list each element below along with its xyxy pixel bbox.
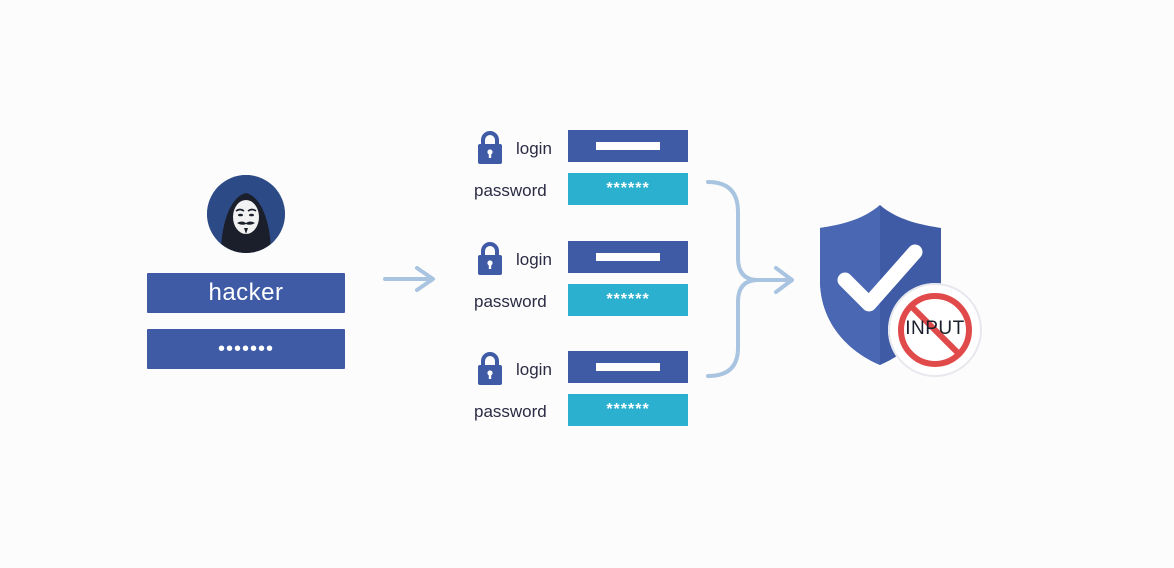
padlock-icon [478,352,502,385]
hacker-avatar [207,175,285,253]
login-label: login [516,250,552,269]
credential-group-3: login password ****** [470,351,700,431]
hacker-password-field: ••••••• [147,329,345,369]
password-label: password [474,181,547,200]
credential-group-1: login password ****** [470,130,700,210]
login-field [568,130,688,162]
password-field: ****** [568,394,688,426]
prohibited-icon [898,293,972,367]
login-placeholder-bar [596,253,660,261]
login-field [568,351,688,383]
padlock-icon [478,242,502,275]
login-label: login [516,139,552,158]
hacker-mask-icon [207,175,285,253]
padlock-icon [478,131,502,164]
blocked-input-label: INPUT [905,318,965,339]
password-field: ****** [568,284,688,316]
password-label: password [474,292,547,311]
login-placeholder-bar [596,363,660,371]
merge-brace-arrow-icon [706,180,794,378]
hacker-username-field: hacker [147,273,345,313]
arrow-right-icon [383,266,435,292]
password-field: ****** [568,173,688,205]
login-label: login [516,360,552,379]
credential-group-2: login password ****** [470,241,700,321]
login-placeholder-bar [596,142,660,150]
password-label: password [474,402,547,421]
login-field [568,241,688,273]
